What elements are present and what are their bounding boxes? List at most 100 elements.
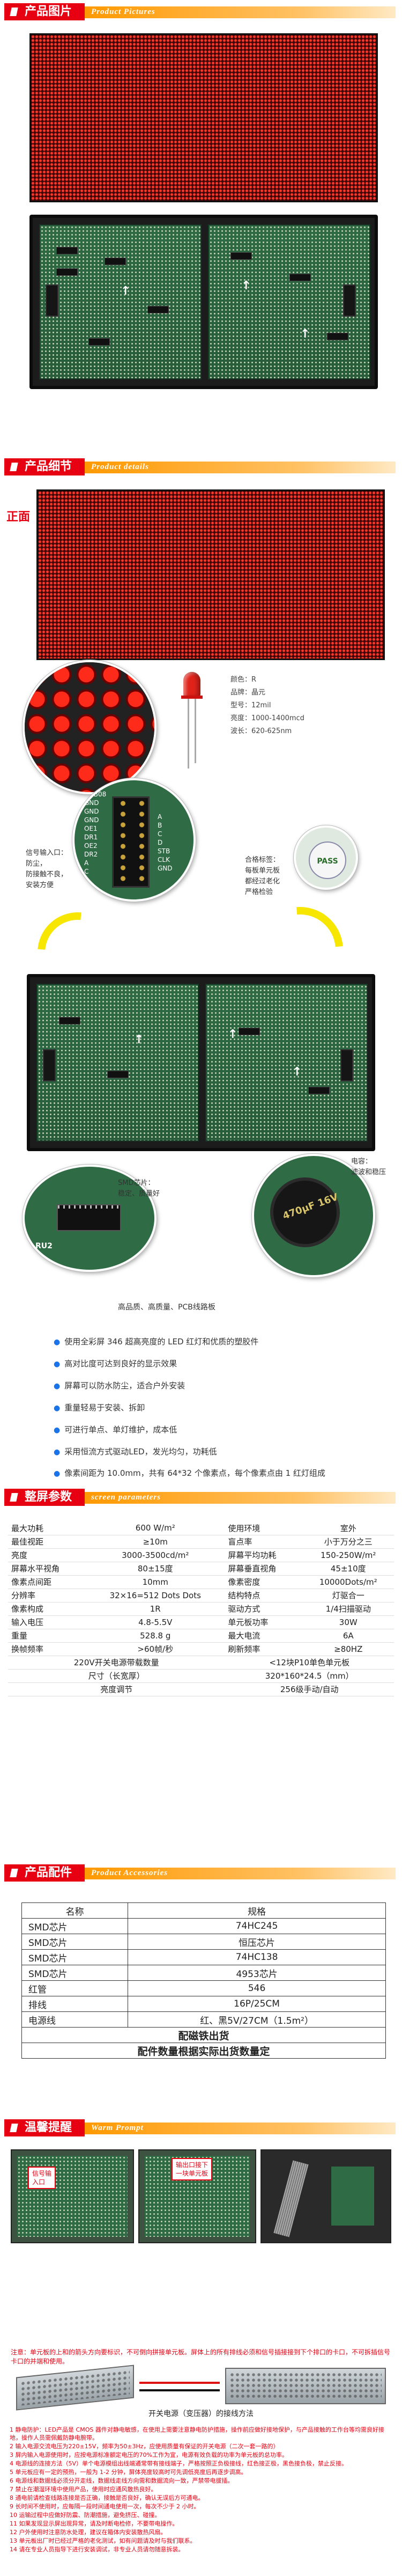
prompt-note: 7 禁止在潮湿环境中使用产品，使用时应通风散热良好。: [10, 2486, 157, 2493]
spec-value: 150-250W/m²: [302, 1548, 394, 1562]
prompt-note: 2 输入电源交流电压为220±15V，频率为50±3Hz，应使用质量有保证的开关…: [10, 2443, 279, 2450]
accessory-header-cell: 规格: [128, 1902, 386, 1919]
pcb-left-half: ↑: [39, 224, 202, 379]
spec-label: 像素密度: [225, 1575, 303, 1589]
feature-item: 采用恒流方式驱动LED，发光均匀，功耗低: [54, 1441, 386, 1463]
feature-item: 使用全彩屏 346 超高亮度的 LED 红灯和优质的塑胶件: [54, 1331, 386, 1353]
led-panel-front-detail: [36, 489, 385, 660]
section-subtitle-bar: Product details: [85, 462, 396, 473]
accessory-spec: 546: [128, 1980, 386, 1996]
accessory-spec: 74HC245: [128, 1918, 386, 1934]
spec-value: 4.8-5.5V: [86, 1615, 225, 1629]
spec-value: 10000Dots/m²: [302, 1575, 394, 1589]
spec-value: 灯驱合一: [302, 1589, 394, 1602]
feature-item: 可进行单点、单灯维护，成本低: [54, 1419, 386, 1441]
prompt-note: 4 电源线的连接方法（5V）单个电源模组出线端通常带有接线端子，严格按照正负极接…: [10, 2460, 348, 2467]
spec-value: 320*160*24.5（mm）: [225, 1669, 394, 1683]
accessory-row: 电源线红、黑5V/27CM（1.5m²）: [21, 2011, 386, 2028]
prompt-note: 9 长时间不使用时，应每隔一段时间通电使用一次，每次不少于 2 小时。: [10, 2503, 200, 2510]
prompt-note: 8 通电前请检查线路连接是否正确，接触是否良好，确认无误后方可通电。: [10, 2494, 204, 2501]
accessory-spec: 4953芯片: [128, 1965, 386, 1981]
spec-value: >60帧/秒: [86, 1642, 225, 1656]
spec-label: 结构特点: [225, 1589, 303, 1602]
spec-label: 最大功耗: [8, 1521, 86, 1535]
section-title: 温馨提醒: [4, 2119, 85, 2136]
section-title: 产品图片: [4, 3, 85, 20]
section-subtitle-bar: Warm Prompt: [85, 2123, 396, 2134]
accessory-spec: 16P/25CM: [128, 1996, 386, 2012]
spec-value: 32×16=512 Dots Dots: [86, 1589, 225, 1602]
led-bulb-icon: [181, 672, 203, 769]
spec-value: 256级手动/自动: [225, 1682, 394, 1696]
section-subtitle: Warm Prompt: [91, 2124, 144, 2132]
prompt-note: 12 户外使用时注意防水处理，建议在箱体内安装散热风扇。: [10, 2529, 167, 2536]
spec-value: 80±15度: [86, 1562, 225, 1576]
arrow-up-icon: ↑: [241, 279, 251, 292]
led-model: 型号：12mil: [230, 701, 271, 709]
pcb-right-half: ↑ ↑: [208, 224, 370, 379]
accessory-row: SMD芯片恒压芯片: [21, 1934, 386, 1950]
spec-label: 驱动方式: [225, 1602, 303, 1616]
arrow-up-icon: ↑: [300, 327, 310, 341]
led-closeup-circle: [23, 660, 157, 794]
spec-label: 屏幕垂直视角: [225, 1562, 303, 1576]
prompt-notes: 1 静电防护：LED产品是 CMOS 器件对静电敏感，在使用上需要注意静电防护措…: [10, 2426, 392, 2554]
spec-value: 45±10度: [302, 1562, 394, 1576]
accessory-spec: 74HC138: [128, 1949, 386, 1965]
led-panel-front-photo: [29, 33, 378, 202]
arrow-up-icon: ↑: [292, 1065, 302, 1079]
signal-input-note: 信号输入口：防尘，防接触不良，安装方便: [26, 849, 68, 889]
pass-sticker-circle: PASS: [294, 825, 358, 890]
spec-value: ≥10m: [86, 1535, 225, 1549]
spec-value: 30W: [302, 1615, 394, 1629]
arrow-up-icon: ↑: [121, 284, 131, 298]
spec-value: ≥80HZ: [302, 1642, 394, 1656]
warning-text: 注意：单元板的上和的箭头方向要标识，不可倒向拼接单元板。屏体上的所有排线必须和信…: [11, 2348, 391, 2365]
prompt-note: 3 屏内输入电源使用时，应按电源标准额定电压的70%工作为宜，电源有效负载的功率…: [10, 2451, 288, 2458]
spec-label: 刷新频率: [225, 1642, 303, 1656]
accessory-name: 红管: [21, 1980, 129, 1996]
section-header-details: 产品细节 Product details: [0, 456, 402, 478]
hub08-connector-circle: HUB08 GND GND GND OE1 DR1 OE2 DR2 A C A …: [72, 778, 196, 902]
spec-label: 分辨率: [8, 1589, 86, 1602]
spec-label: 像素构成: [8, 1602, 86, 1616]
callout-signal-input: 信号输入口: [28, 2167, 56, 2189]
section-header-prompt: 温馨提醒 Warm Prompt: [0, 2117, 402, 2139]
led-color: 颜色：R: [230, 676, 257, 684]
section-title: 产品细节: [4, 458, 85, 475]
accessory-name: SMD芯片: [21, 1918, 129, 1934]
prompt-note: 11 如果发现显示屏出现异常，请及时断电检修，不要带电操作。: [10, 2520, 178, 2527]
spec-label: 重量: [8, 1629, 86, 1643]
spec-value: 528.8 g: [86, 1629, 225, 1643]
spec-label: 尺寸（长宽厚）: [8, 1669, 225, 1683]
section-subtitle: Product Pictures: [91, 8, 155, 16]
pcb-panel-back-detail: ↑ ↑ ↑: [27, 974, 375, 1151]
accessory-footer: 配磁铁出货: [21, 2027, 386, 2043]
arrow-up-icon: ↑: [134, 1033, 144, 1046]
accessory-header-row: 名称规格: [21, 1902, 386, 1919]
prompt-note: 10 运输过程中应做好防震、防潮措施，避免挤压、碰撞。: [10, 2512, 161, 2519]
psu-photo-left: [16, 2365, 134, 2411]
spec-label: 最佳视距: [8, 1535, 86, 1549]
prompt-note: 13 单元板出厂时已经过严格的老化测试，如有问题请及时与我们联系。: [10, 2537, 196, 2544]
spec-row-full: 尺寸（长宽厚）320*160*24.5（mm）: [8, 1669, 394, 1683]
section-subtitle-bar: screen parameters: [85, 1492, 396, 1504]
spec-row-full: 220V开关电源带载数量<12块P10单色单元板: [8, 1656, 394, 1670]
section-header-params: 整屏参数 screen parameters: [0, 1487, 402, 1508]
cert-label-note: 合格标签：每板单元板都经过老化严格检验: [245, 856, 280, 896]
spec-row: 换帧频率>60帧/秒刷新频率≥80HZ: [8, 1642, 394, 1656]
front-label: 正面: [6, 510, 31, 524]
feature-item: 屏幕可以防水防尘，适合户外安装: [54, 1375, 386, 1397]
spec-value: 1/4扫描驱动: [302, 1602, 394, 1616]
spec-label: 使用环境: [225, 1521, 303, 1535]
section-subtitle-bar: Product Accessories: [85, 1868, 396, 1879]
